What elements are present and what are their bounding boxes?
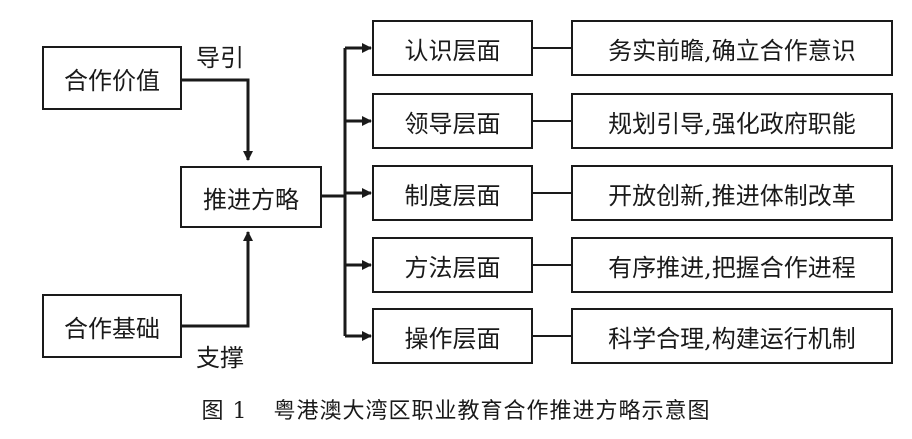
- level-box-3: 制度层面: [372, 165, 533, 221]
- figure-caption: 图 1 粤港澳大湾区职业教育合作推进方略示意图: [0, 393, 912, 425]
- level-text-4: 方法层面: [404, 253, 501, 282]
- strategy-text-2: 规划引导,强化政府职能: [608, 109, 856, 138]
- strategy-text-3: 开放创新,推进体制改革: [608, 181, 856, 210]
- level-text-3: 制度层面: [404, 181, 501, 210]
- connector-lines: [182, 43, 571, 341]
- advancement-strategy-text: 推进方略: [203, 185, 299, 214]
- level-text-2: 领导层面: [404, 109, 501, 138]
- level-text-1: 认识层面: [404, 36, 501, 65]
- strategy-box-2: 规划引导,强化政府职能: [571, 93, 893, 149]
- strategy-text-4: 有序推进,把握合作进程: [608, 253, 856, 282]
- level-text-5: 操作层面: [404, 324, 501, 353]
- strategy-box-1: 务实前瞻,确立合作意识: [571, 20, 893, 76]
- level-box-1: 认识层面: [372, 20, 533, 76]
- strategy-text-5: 科学合理,构建运行机制: [608, 324, 856, 353]
- figure-number: 图 1: [201, 399, 248, 424]
- level-box-4: 方法层面: [372, 237, 533, 293]
- cooperation-basis-box: 合作基础: [42, 294, 182, 358]
- cooperation-value-text: 合作价值: [64, 66, 160, 95]
- figure-title: 粤港澳大湾区职业教育合作推进方略示意图: [273, 399, 711, 424]
- cooperation-basis-text: 合作基础: [64, 314, 160, 343]
- guide-label: 导引: [196, 44, 244, 72]
- level-box-2: 领导层面: [372, 93, 533, 149]
- strategy-box-3: 开放创新,推进体制改革: [571, 165, 893, 221]
- strategy-box-5: 科学合理,构建运行机制: [571, 308, 893, 364]
- level-box-5: 操作层面: [372, 308, 533, 364]
- cooperation-value-box: 合作价值: [42, 46, 182, 110]
- strategy-box-4: 有序推进,把握合作进程: [571, 237, 893, 293]
- support-label: 支撑: [196, 344, 244, 372]
- guide-arrow: [182, 78, 253, 161]
- advancement-strategy-box: 推进方略: [180, 166, 322, 228]
- support-arrow: [182, 231, 253, 328]
- strategy-text-1: 务实前瞻,确立合作意识: [608, 36, 856, 65]
